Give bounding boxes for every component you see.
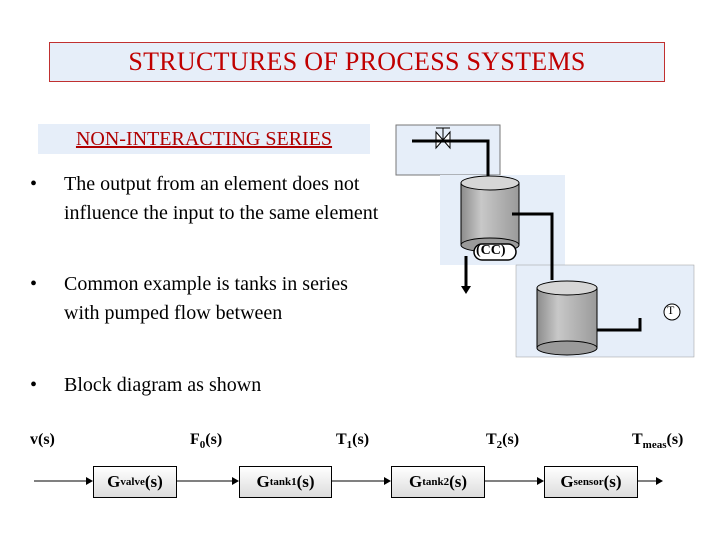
title-box: STRUCTURES OF PROCESS SYSTEMS bbox=[49, 42, 665, 82]
signal-t1: T1(s) bbox=[336, 431, 370, 452]
page-title: STRUCTURES OF PROCESS SYSTEMS bbox=[128, 47, 586, 76]
temperature-transmitter-icon bbox=[663, 303, 681, 321]
transmitter-label: T bbox=[667, 303, 675, 317]
bullet-text: The output from an element does not infl… bbox=[64, 173, 379, 224]
transfer-line bbox=[512, 212, 554, 280]
outlet-arrow-icon bbox=[461, 286, 471, 294]
signal-t2: T2(s) bbox=[486, 431, 520, 452]
pump-label: (CC) bbox=[476, 243, 506, 258]
bullet-item-2: • Common example is tanks in series with… bbox=[30, 270, 384, 328]
bullet-item-1: • The output from an element does not in… bbox=[30, 170, 384, 228]
feed-line bbox=[412, 139, 490, 180]
section-subtitle: NON-INTERACTING SERIES bbox=[38, 124, 370, 154]
signal-f0: F0(s) bbox=[190, 431, 223, 452]
bullet-text: Block diagram as shown bbox=[64, 374, 262, 396]
signal-tmeas: Tmeas(s) bbox=[632, 431, 684, 452]
bullet-symbol: • bbox=[30, 273, 38, 295]
bullet-item-3: • Block diagram as shown bbox=[30, 371, 384, 400]
pump-icon bbox=[473, 243, 517, 261]
bullet-text: Common example is tanks in series with p… bbox=[64, 273, 348, 324]
bullet-symbol: • bbox=[30, 374, 38, 396]
tank2-outlet-line bbox=[597, 318, 642, 332]
block-diagram-lines bbox=[34, 477, 663, 485]
tank-2 bbox=[536, 280, 598, 356]
tank-1 bbox=[460, 175, 520, 253]
schematic-panel-top bbox=[395, 124, 501, 176]
bullet-symbol: • bbox=[30, 173, 38, 195]
signal-input: v(s) bbox=[30, 431, 55, 448]
